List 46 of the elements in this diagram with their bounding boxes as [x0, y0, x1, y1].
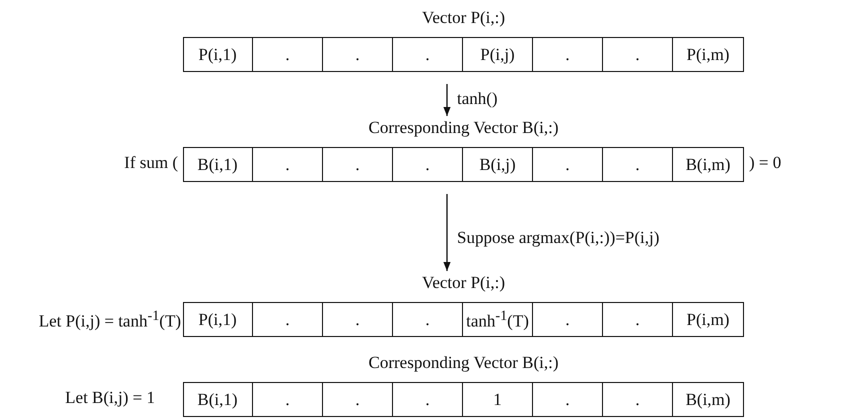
vector-heading: Corresponding Vector B(i,:): [368, 118, 558, 138]
cell-value: P(i,j): [480, 44, 515, 64]
cell-value: .: [635, 310, 640, 330]
condition-text: If sum (: [124, 153, 178, 173]
cell-value: .: [425, 154, 430, 174]
cell-value: .: [425, 310, 430, 330]
cell-value: .: [355, 310, 360, 330]
vector-row: [183, 302, 744, 337]
cell-value: .: [635, 44, 640, 64]
cell-value: P(i,m): [686, 44, 730, 64]
vector-row: [183, 382, 744, 417]
cell-value: tanh$^{-1}$(T): [466, 308, 529, 332]
cell-value: .: [285, 390, 290, 410]
cell-value: .: [355, 154, 360, 174]
condition-text: ) = 0: [749, 153, 782, 173]
cell-value: 1: [493, 390, 502, 410]
vector-heading: Vector P(i,:): [422, 8, 506, 28]
vector-row: [183, 147, 744, 182]
cell-value: B(i,j): [479, 154, 516, 174]
cell-value: .: [565, 390, 570, 410]
condition-text: Let B(i,j) = 1: [65, 388, 155, 408]
cell-value: .: [635, 390, 640, 410]
cell-value: .: [565, 154, 570, 174]
cell-value: B(i,m): [686, 390, 730, 410]
cell-value: P(i,m): [686, 310, 730, 330]
cell-value: .: [285, 44, 290, 64]
cell-value: .: [565, 44, 570, 64]
cell-value: .: [425, 390, 430, 410]
vector-cell: [463, 303, 533, 336]
cell-value: B(i,1): [197, 154, 238, 174]
cell-value: .: [635, 154, 640, 174]
cell-value: P(i,1): [198, 310, 237, 330]
cell-value: .: [355, 44, 360, 64]
cell-value: P(i,1): [198, 44, 237, 64]
vector-row: [183, 37, 744, 72]
cell-value: .: [355, 390, 360, 410]
edge-label: tanh(): [457, 89, 498, 109]
condition-text: Let P(i,j) = tanh$^{-1}$(T): [38, 308, 181, 332]
cell-value: .: [285, 310, 290, 330]
cell-value: .: [285, 154, 290, 174]
cell-value: .: [565, 310, 570, 330]
vector-heading: Vector P(i,:): [422, 273, 506, 293]
cell-value: B(i,m): [686, 154, 730, 174]
cell-value: B(i,1): [197, 390, 238, 410]
vector-heading: Corresponding Vector B(i,:): [368, 353, 558, 373]
cell-value: .: [425, 44, 430, 64]
